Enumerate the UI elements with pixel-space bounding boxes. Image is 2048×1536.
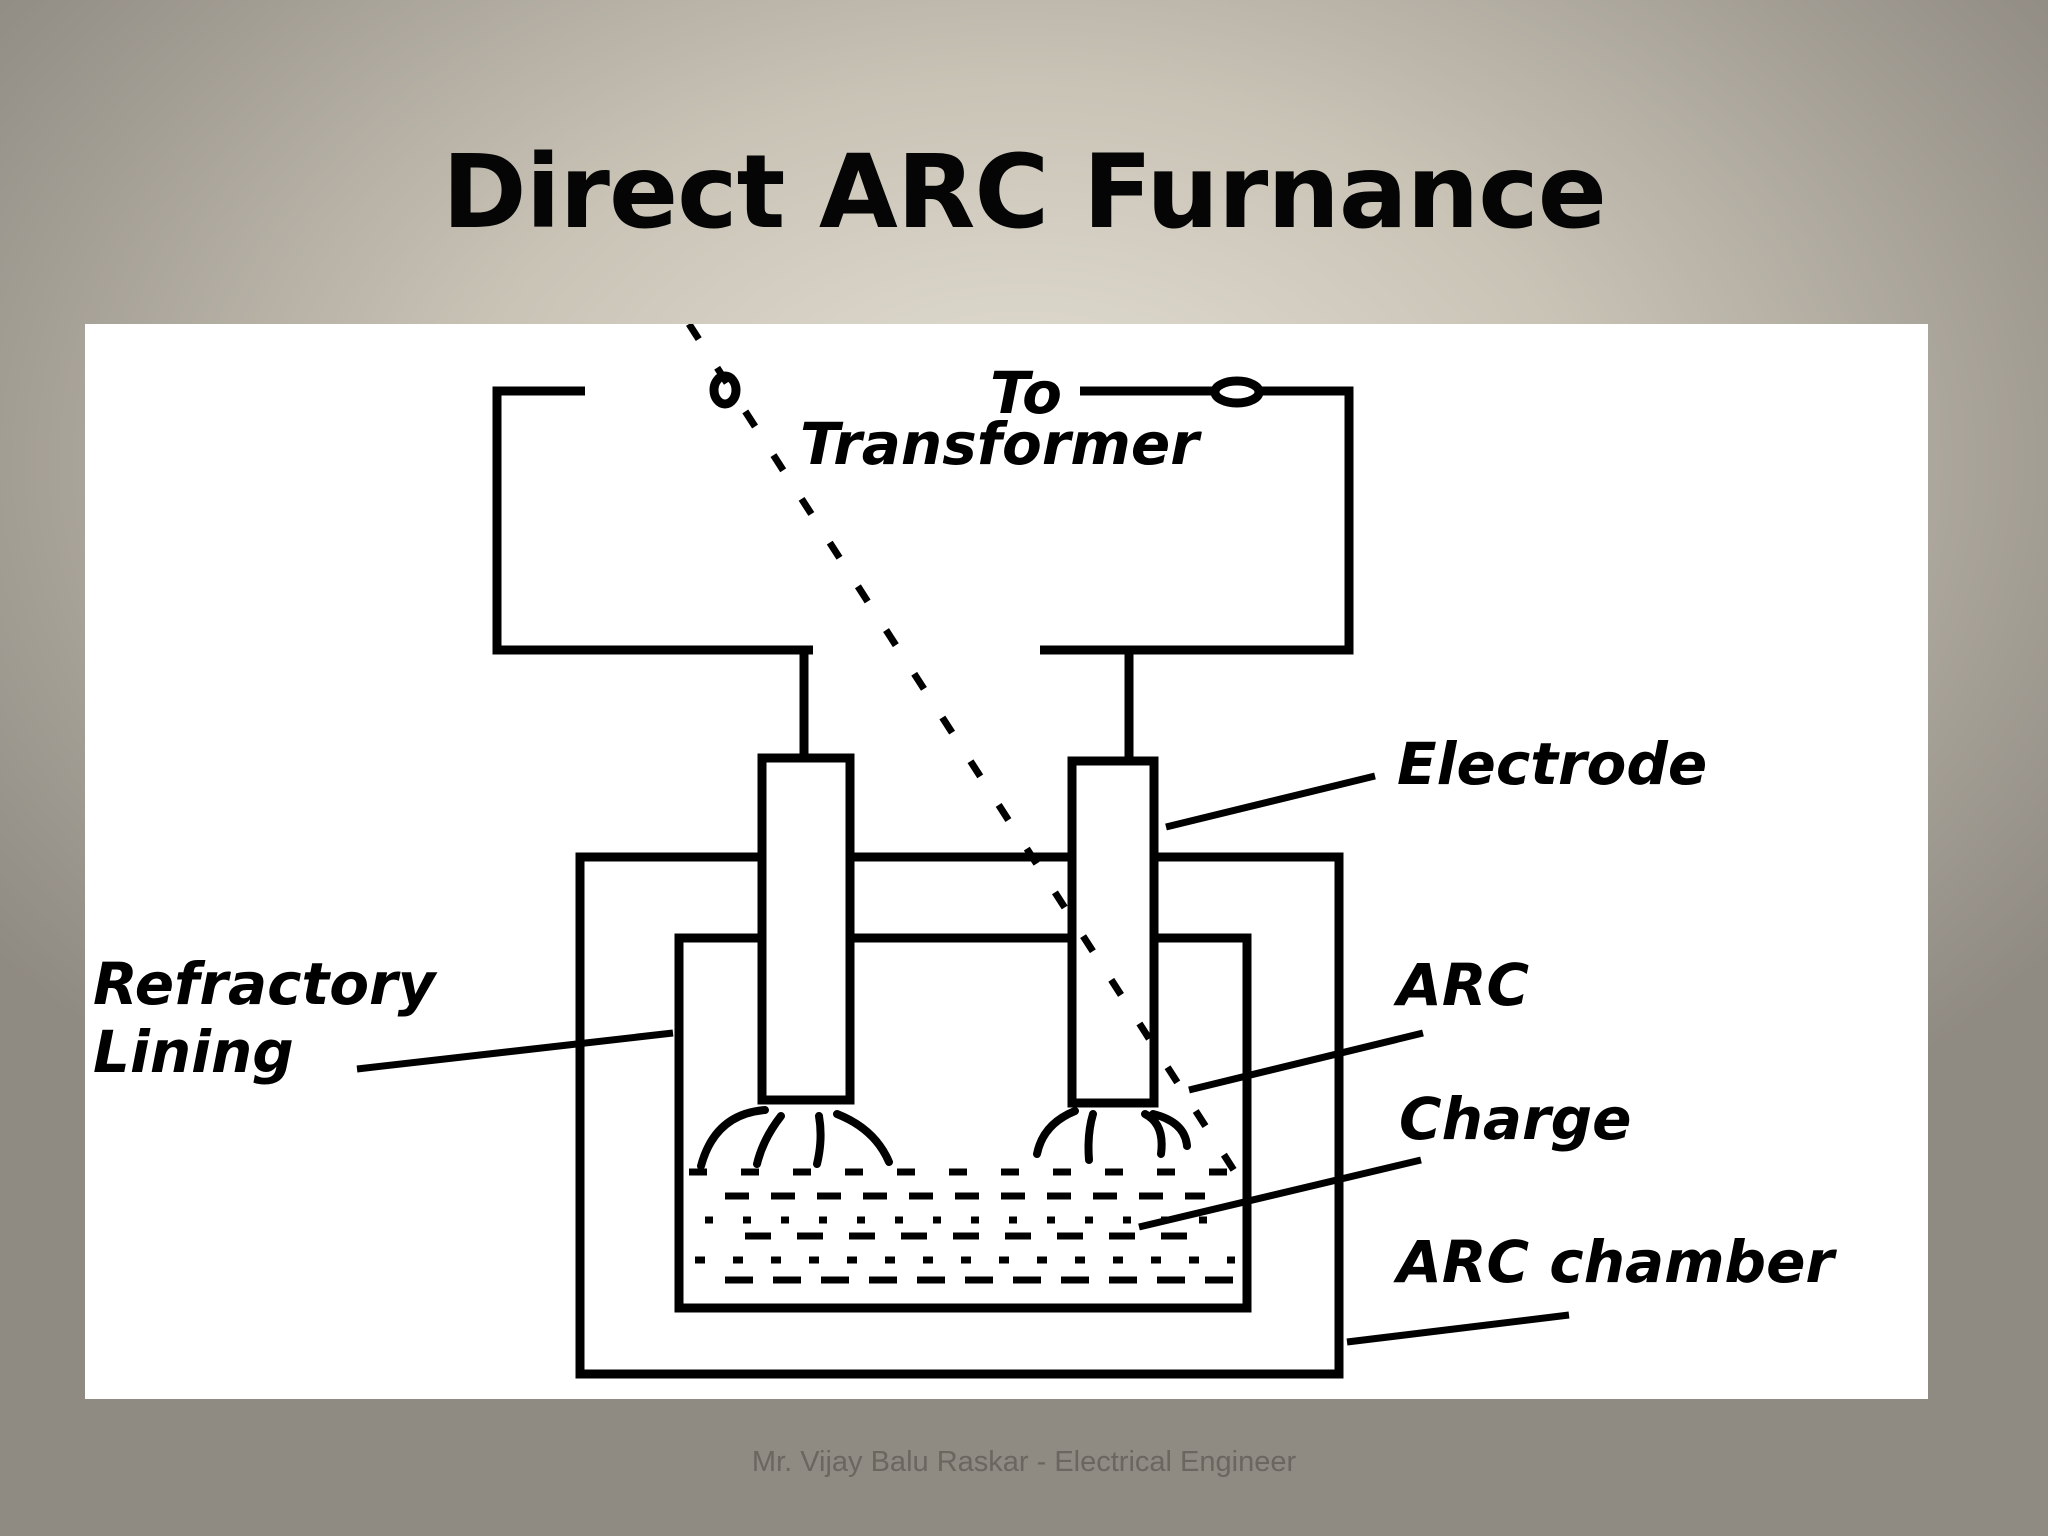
leader-charge [1138,1156,1422,1231]
charge-material [686,324,1238,1284]
circuit-wire-left [492,386,813,655]
label-to: To [990,359,1062,427]
leader-electrode [1165,772,1376,831]
leader-arc [1188,1029,1424,1094]
electrode-right [1067,756,1159,1108]
arc-discharge [697,1106,1191,1170]
furnace-diagram: To Transformer Electrode Refractory Lini… [85,324,1928,1399]
label-arc-chamber: ARC chamber [1393,1228,1837,1296]
label-refractory: Refractory [93,950,438,1018]
leader-refractory [356,1029,674,1073]
refractory-lining-inner [674,933,1252,1313]
label-electrode: Electrode [1397,730,1707,798]
slide-footer: Mr. Vijay Balu Raskar - Electrical Engin… [751,1446,1297,1478]
label-arc: ARC [1393,951,1529,1019]
label-transformer: Transformer [800,410,1202,478]
electrode-left [757,753,855,1105]
label-lining: Lining [93,1018,294,1086]
label-charge: Charge [1399,1085,1631,1153]
terminal-right [1210,376,1264,408]
slide-title: Direct ARC Furnance [442,133,1607,252]
leader-arc-chamber [1346,1311,1570,1346]
arc-chamber-outer [575,852,1344,1379]
